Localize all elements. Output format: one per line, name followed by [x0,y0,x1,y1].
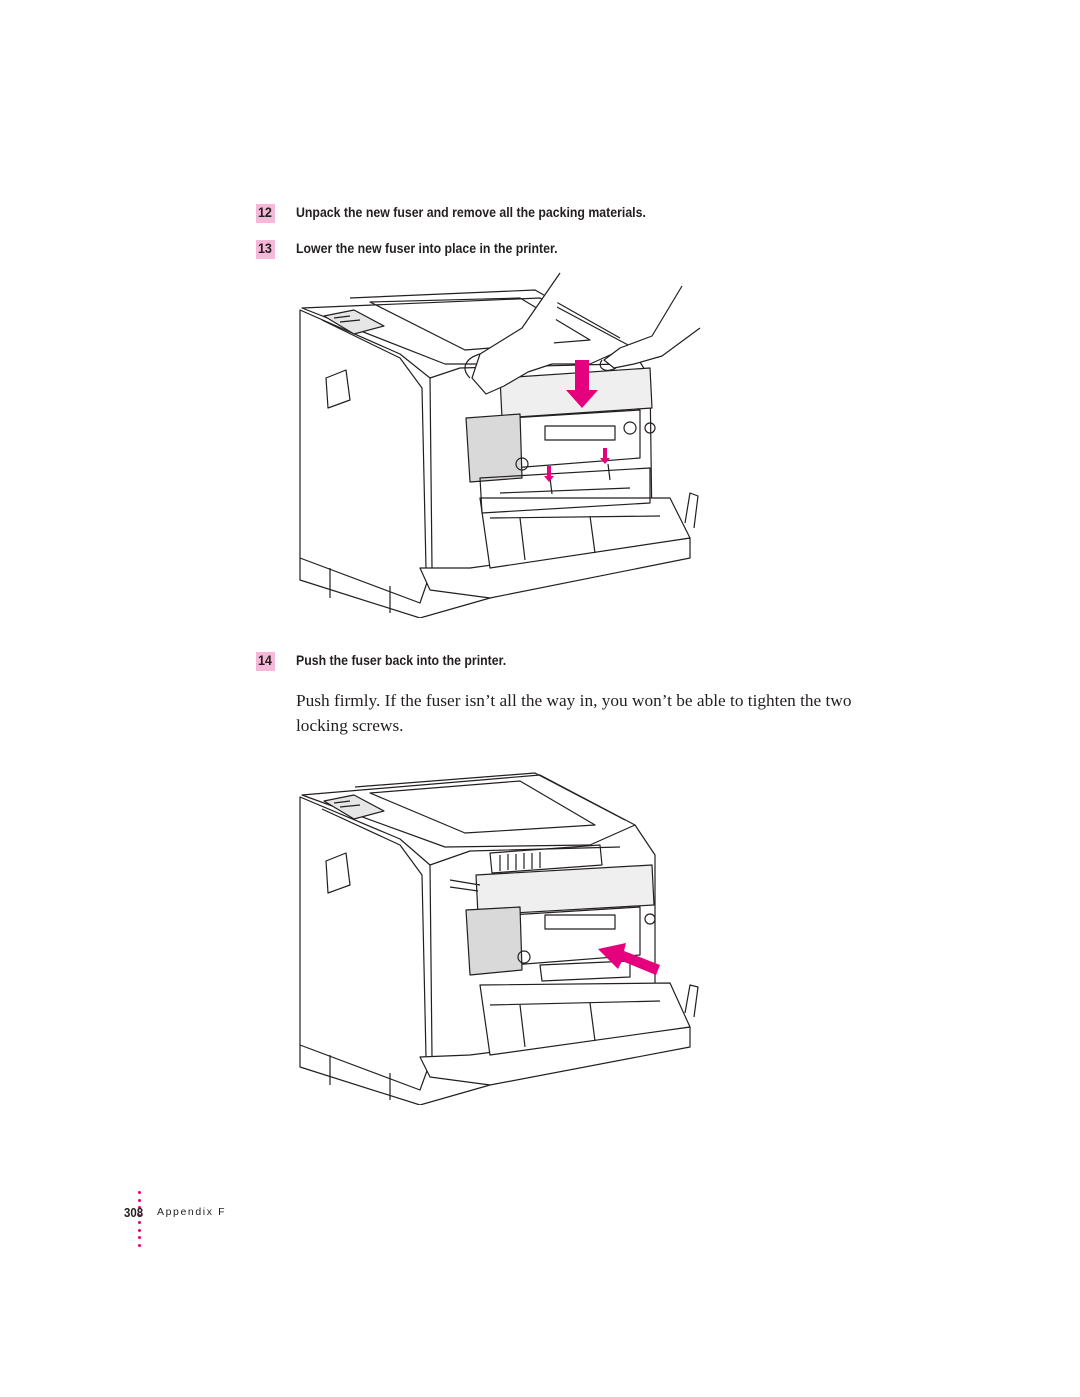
step-14: 14 Push the fuser back into the printer. [258,652,535,668]
step-number: 14 [258,652,272,668]
printer-illustration-lower-fuser [299,272,701,618]
step-number: 13 [258,240,272,256]
step-instruction: Unpack the new fuser and remove all the … [296,204,646,220]
step-13: 13 Lower the new fuser into place in the… [258,240,593,256]
step-number: 12 [258,204,272,220]
step-instruction: Lower the new fuser into place in the pr… [296,240,558,256]
step-marker [256,204,275,223]
section-label: Appendix F [157,1206,227,1218]
body-paragraph: Push firmly. If the fuser isn’t all the … [296,691,852,735]
page-number: 308 [124,1205,144,1220]
step-marker [256,652,275,671]
step-12: 12 Unpack the new fuser and remove all t… [258,204,694,220]
printer-illustration-push-fuser [299,772,699,1105]
step-instruction: Push the fuser back into the printer. [296,652,507,668]
step-marker [256,240,275,259]
footer-dot-rule [138,1191,142,1251]
